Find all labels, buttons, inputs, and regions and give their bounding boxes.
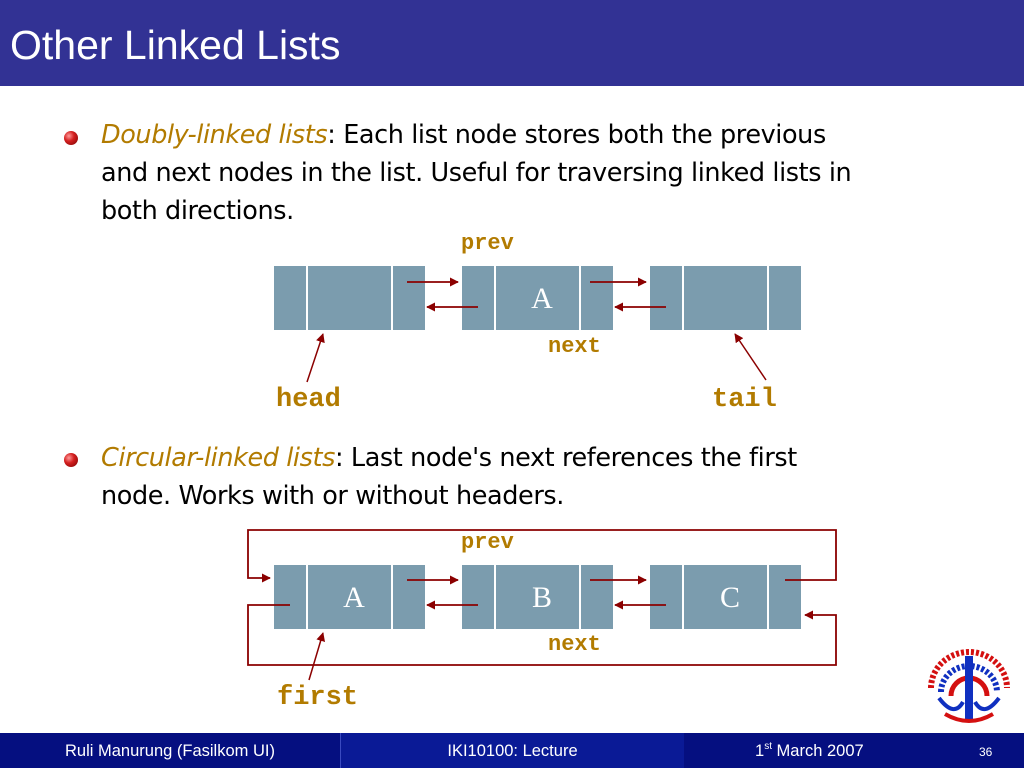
prev-label: prev <box>461 231 514 256</box>
slide-title: Other Linked Lists <box>10 22 341 68</box>
list-node: A <box>272 563 427 631</box>
first-label: first <box>277 683 358 713</box>
university-logo-icon <box>928 649 1010 723</box>
bullet-separator: : <box>334 443 351 473</box>
list-node: B <box>460 563 615 631</box>
wrap-next-arrow <box>247 529 837 583</box>
circular-linked-diagram: A B C prev next first <box>247 529 837 713</box>
bullet-separator: : <box>327 120 344 150</box>
term-doubly-linked: Doubly-linked lists <box>101 120 328 150</box>
bullet-doubly-linked: Doubly-linked lists: Each list node stor… <box>101 116 991 230</box>
node-value: C <box>720 581 740 614</box>
wrap-prev-arrow <box>247 604 837 666</box>
page-number: 36 <box>979 745 993 759</box>
node-value: A <box>343 581 365 614</box>
bullet-circular-linked: Circular-linked lists: Last node's next … <box>101 439 991 515</box>
footer-date-suffix: st <box>764 740 772 752</box>
head-pointer-arrow <box>306 333 325 383</box>
bullet-line: Each list node stores both the previous <box>343 120 826 150</box>
footer-date-day: 1 <box>755 742 765 760</box>
next-label: next <box>548 334 601 359</box>
bullet-ball-icon <box>64 453 78 467</box>
bullet-line: node. Works with or without headers. <box>101 481 565 511</box>
bullet-ball-icon <box>64 131 78 145</box>
footer-author: Ruli Manurung (Fasilkom UI) <box>0 733 340 768</box>
list-node <box>648 264 803 332</box>
list-node: C <box>648 563 803 631</box>
bullet-line: both directions. <box>101 196 294 226</box>
term-circular-linked: Circular-linked lists <box>101 443 335 473</box>
footer-course: IKI10100: Lecture <box>340 733 684 768</box>
head-label: head <box>276 385 341 415</box>
first-pointer-arrow <box>308 632 326 681</box>
tail-label: tail <box>712 385 777 415</box>
list-node <box>272 264 427 332</box>
footer-date-rest: March 2007 <box>771 742 864 760</box>
list-node: A <box>460 264 615 332</box>
footer-date: 1st March 2007 <box>684 733 1024 768</box>
linked-list-diagrams: A prev next head tail A B <box>247 231 1010 723</box>
doubly-linked-diagram: A prev next head tail <box>272 231 803 415</box>
tail-pointer-arrow <box>734 333 767 381</box>
footer-bar: Ruli Manurung (Fasilkom UI) IKI10100: Le… <box>0 733 1024 768</box>
bullet-line: and next nodes in the list. Useful for t… <box>101 158 852 188</box>
node-value: A <box>531 282 553 315</box>
next-label: next <box>548 632 601 657</box>
title-bar: Other Linked Lists <box>0 0 1024 86</box>
bullet-line: Last node's next references the first <box>350 443 797 473</box>
node-value: B <box>532 581 552 614</box>
prev-label: prev <box>461 530 514 555</box>
